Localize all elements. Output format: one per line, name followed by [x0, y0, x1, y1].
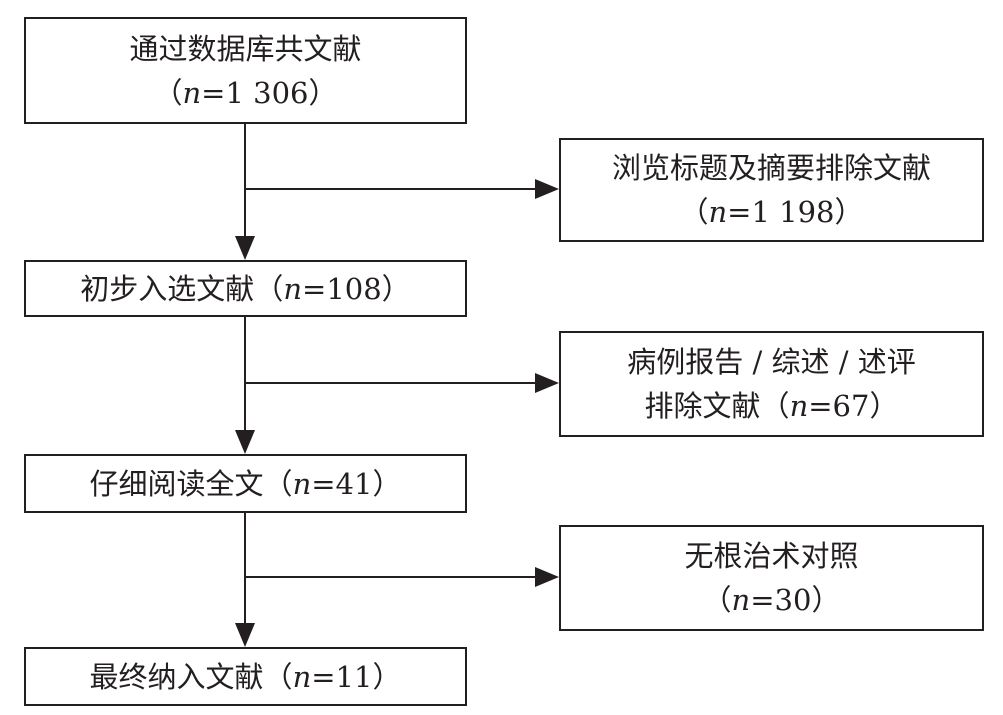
screened-records-title: 初步入选文献 — [80, 271, 255, 306]
count-variable: n — [789, 389, 809, 423]
included-studies-box: 最终纳入文献（n=11） — [24, 647, 467, 706]
count-variable: n — [182, 75, 202, 110]
count-close-paren: ） — [372, 466, 402, 501]
count-value: =108 — [302, 271, 382, 306]
count-open-paren: （ — [679, 195, 709, 229]
count-variable: n — [708, 195, 728, 229]
screened-records-box: 初步入选文献（n=108） — [24, 260, 467, 317]
arrowhead-right-exclusion-2 — [535, 373, 559, 393]
excluded-no-radical-title: 无根治术对照 — [684, 539, 859, 573]
count-value: =1 198 — [727, 195, 835, 229]
count-open-paren: （ — [702, 583, 732, 617]
excluded-title-abstract-box: 浏览标题及摘要排除文献 （n=1 198） — [559, 138, 984, 242]
count-variable: n — [292, 466, 312, 501]
arrowhead-down-fulltext — [235, 430, 255, 454]
included-studies-title: 最终纳入文献 — [89, 659, 264, 694]
count-value: =41 — [311, 466, 373, 501]
excluded-report-type-box: 病例报告 / 综述 / 述评 排除文献（n=67） — [559, 331, 984, 437]
identified-records-box: 通过数据库共文献 （n=1 306） — [24, 17, 467, 124]
count-value: =67 — [808, 389, 870, 423]
count-variable: n — [292, 659, 312, 694]
count-open-paren: （ — [153, 75, 183, 110]
count-close-paren: ） — [381, 271, 411, 306]
count-value: =30 — [750, 583, 812, 617]
fulltext-assessed-title: 仔细阅读全文 — [89, 466, 264, 501]
identified-records-title: 通过数据库共文献 — [129, 31, 362, 66]
excluded-report-type-subtitle: 排除文献 — [644, 389, 761, 423]
count-close-paren: ） — [372, 659, 402, 694]
excluded-report-type-title: 病例报告 / 综述 / 述评 — [627, 345, 916, 379]
excluded-no-radical-box: 无根治术对照 （n=30） — [559, 525, 984, 631]
screened-records-label: 初步入选文献（n=108） — [80, 267, 410, 311]
count-open-paren: （ — [263, 659, 293, 694]
count-close-paren: ） — [811, 583, 841, 617]
count-value: =1 306 — [201, 75, 309, 110]
arrowhead-right-exclusion-1 — [535, 179, 559, 199]
included-studies-label: 最终纳入文献（n=11） — [90, 655, 402, 699]
count-close-paren: ） — [308, 75, 338, 110]
arrowhead-down-screened — [235, 236, 255, 260]
count-close-paren: ） — [869, 389, 899, 423]
count-value: =11 — [311, 659, 373, 694]
identified-records-count: （n=1 306） — [153, 71, 337, 115]
excluded-no-radical-count: （n=30） — [703, 578, 841, 622]
fulltext-assessed-box: 仔细阅读全文（n=41） — [24, 454, 467, 513]
count-open-paren: （ — [254, 271, 284, 306]
arrowhead-down-included — [235, 623, 255, 647]
fulltext-assessed-label: 仔细阅读全文（n=41） — [90, 462, 402, 506]
excluded-report-type-line2: 排除文献（n=67） — [645, 384, 899, 428]
excluded-title-abstract-title: 浏览标题及摘要排除文献 — [611, 151, 931, 185]
excluded-title-abstract-count: （n=1 198） — [679, 190, 863, 234]
arrowhead-right-exclusion-3 — [535, 567, 559, 587]
count-open-paren: （ — [760, 389, 790, 423]
count-close-paren: ） — [834, 195, 864, 229]
count-variable: n — [283, 271, 303, 306]
count-variable: n — [731, 583, 751, 617]
count-open-paren: （ — [263, 466, 293, 501]
